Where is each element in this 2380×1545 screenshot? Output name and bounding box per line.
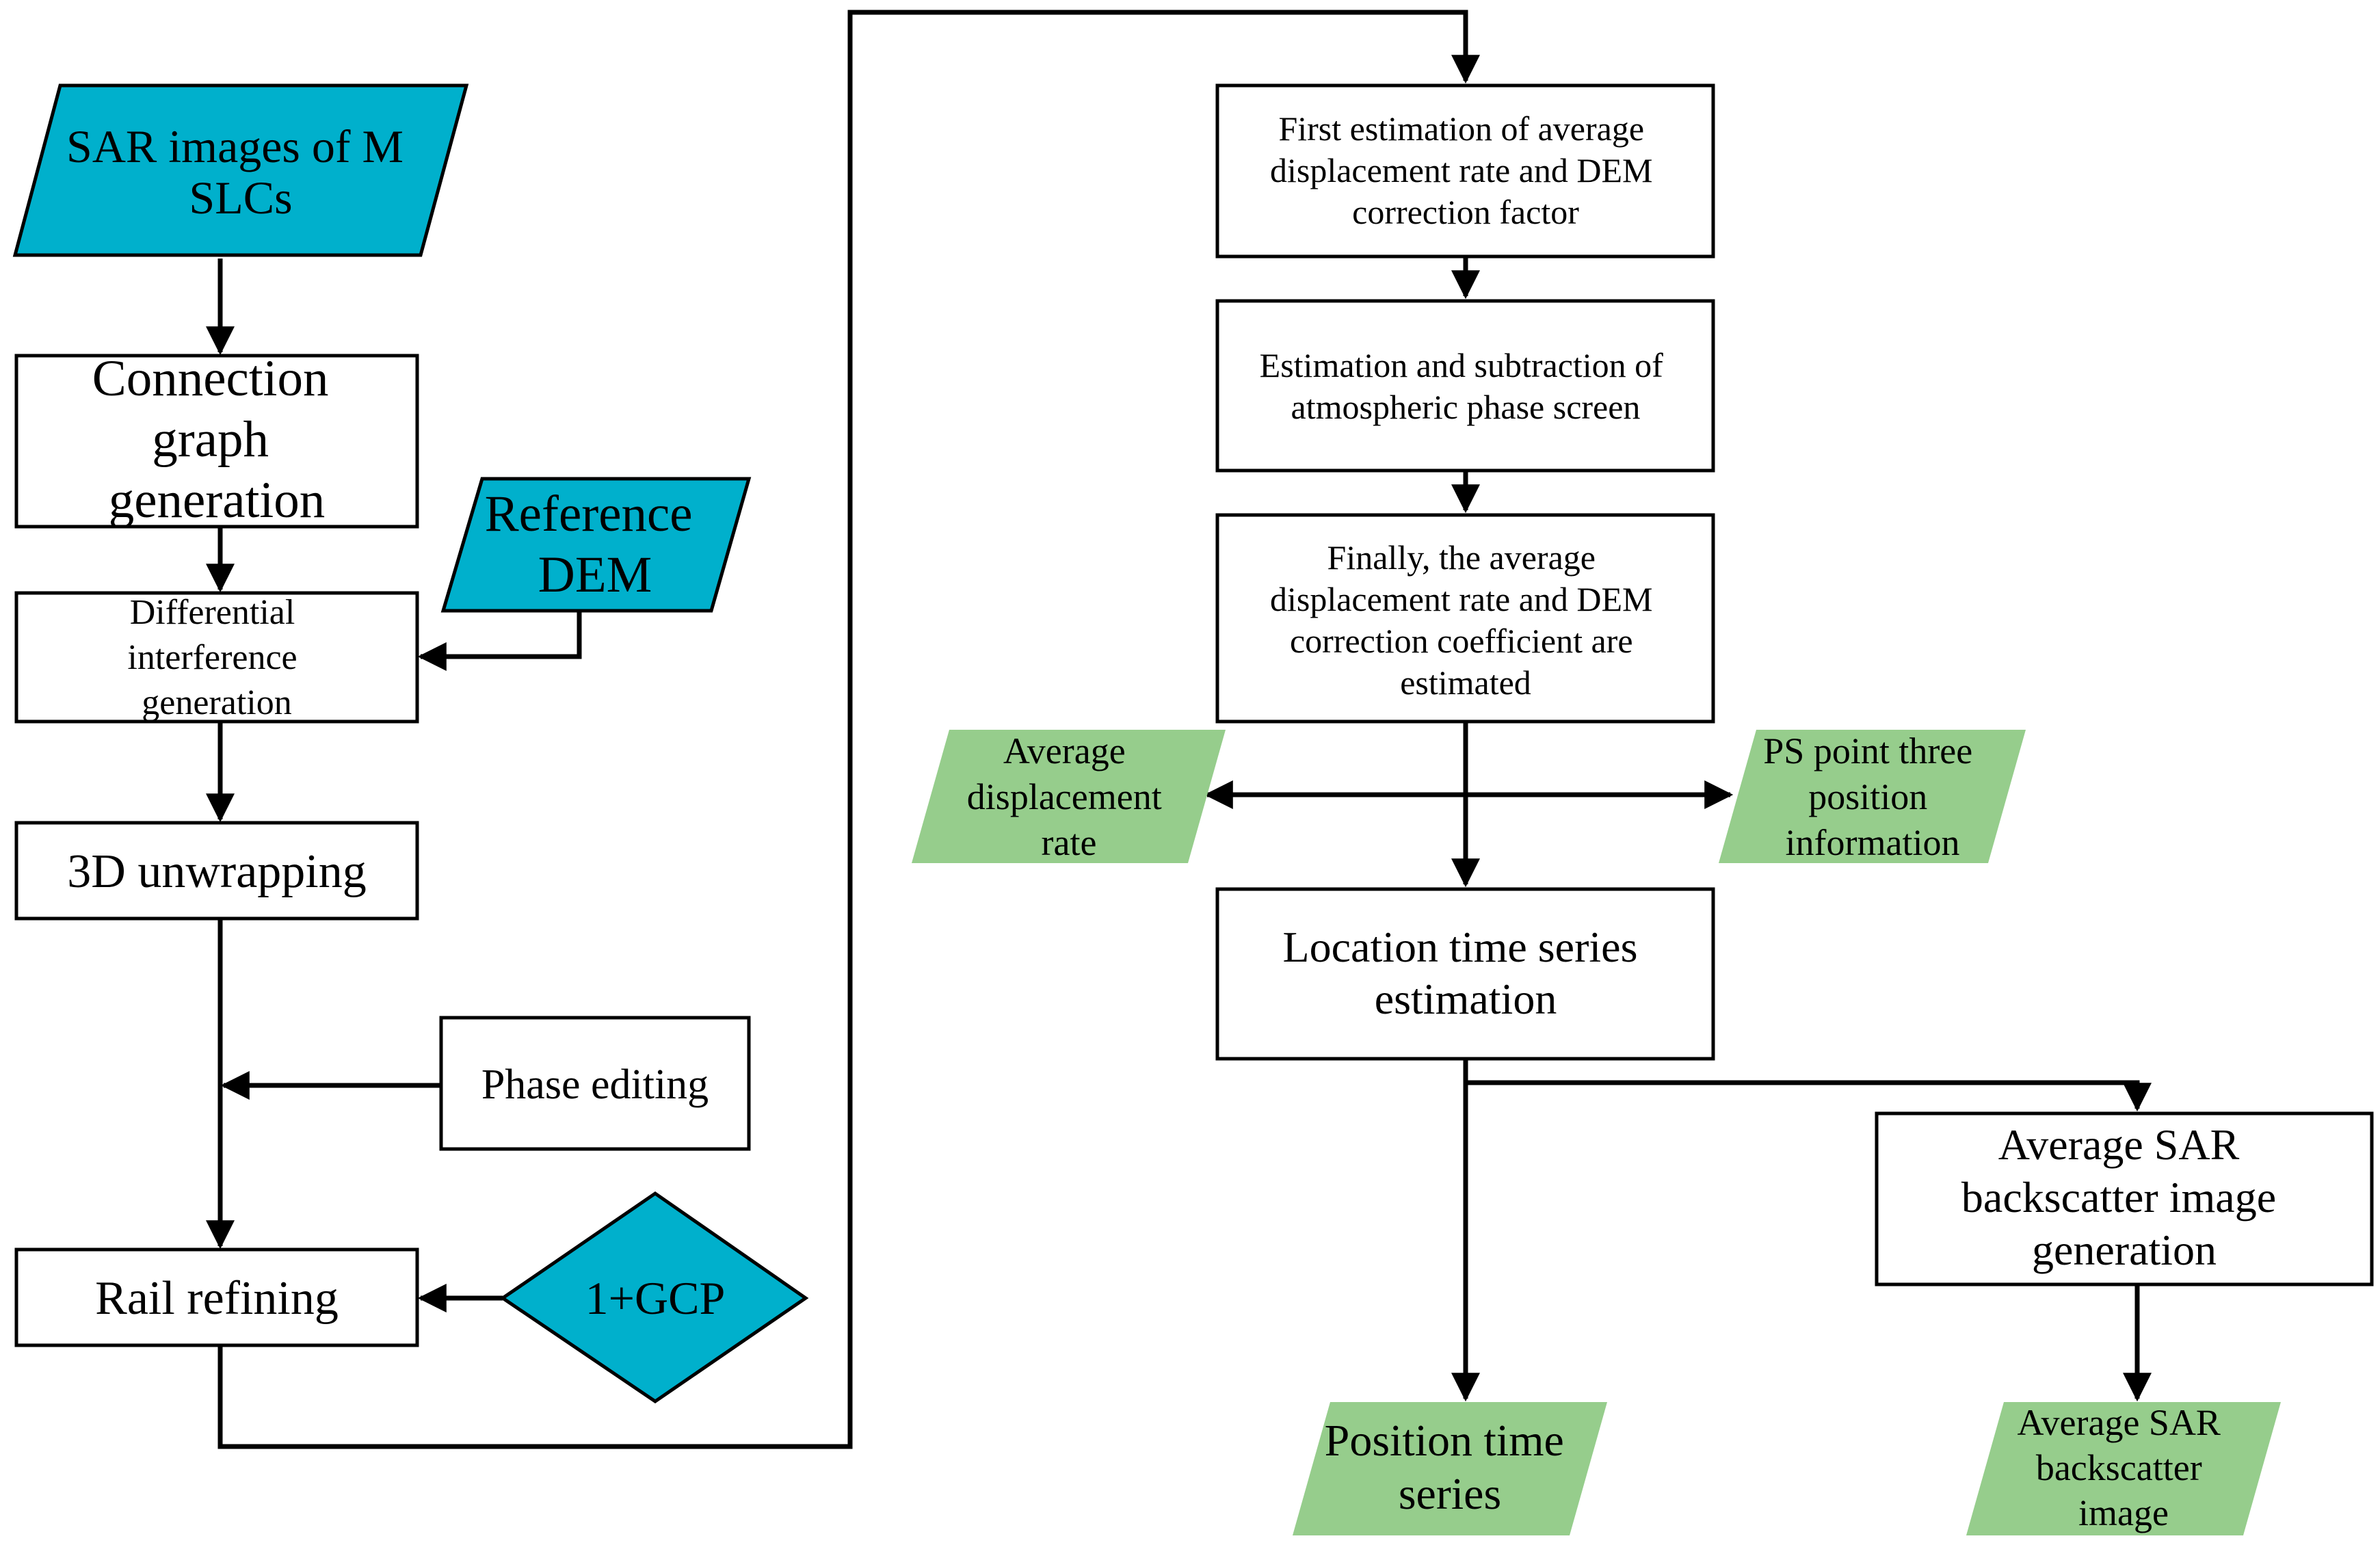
unwrapping-3d-box bbox=[14, 821, 419, 921]
avg-sar-backscatter-image-shape bbox=[1966, 1402, 2281, 1535]
avg-displacement-rate-node: Average displacement rate bbox=[912, 730, 1226, 863]
avg-sar-backscatter-image-node: Average SAR backscatter image bbox=[1966, 1402, 2281, 1535]
location-time-series-label: Location time series estimation bbox=[1283, 923, 1649, 1023]
reference-dem-label: Reference DEM bbox=[485, 486, 706, 603]
first-estimation-label: First estimation of average displacement… bbox=[1270, 109, 1661, 231]
gcp-node: 1+GCP bbox=[499, 1191, 809, 1404]
gcp-label: 1+GCP bbox=[585, 1272, 726, 1324]
differential-interference-label: Differential interference generation bbox=[127, 593, 306, 722]
reference-dem-node: Reference DEM bbox=[440, 477, 752, 613]
final-estimation-box bbox=[1215, 513, 1715, 724]
line-rail-to-first-estimation bbox=[217, 10, 1480, 1449]
unwrapping-3d-node: 3D unwrapping bbox=[14, 821, 419, 921]
position-time-series-shape bbox=[1293, 1402, 1607, 1535]
reference-dem-shape bbox=[440, 477, 752, 613]
position-time-series-label: Position time series bbox=[1325, 1416, 1576, 1519]
position-time-series-node: Position time series bbox=[1293, 1402, 1607, 1535]
differential-interference-node: Differential interference generation bbox=[14, 591, 419, 724]
rail-refining-node: Rail refining bbox=[14, 1247, 419, 1347]
connection-graph-label: Connection graph generation bbox=[92, 350, 342, 529]
avg-sar-backscatter-generation-label: Average SAR backscatter image generation bbox=[1961, 1120, 2287, 1274]
first-estimation-box bbox=[1215, 83, 1715, 259]
phase-editing-box bbox=[439, 1016, 751, 1151]
connectors bbox=[206, 10, 2152, 1449]
sar-images-node: SAR images of M SLCs bbox=[12, 83, 469, 257]
rail-refining-label: Rail refining bbox=[95, 1272, 339, 1325]
avg-displacement-rate-label: Average displacement rate bbox=[967, 730, 1171, 863]
atmospheric-phase-box bbox=[1215, 299, 1715, 473]
gcp-shape bbox=[499, 1191, 809, 1404]
connection-graph-box bbox=[14, 354, 419, 529]
unwrapping-3d-label: 3D unwrapping bbox=[67, 845, 366, 898]
location-time-series-node: Location time series estimation bbox=[1215, 887, 1715, 1061]
rail-refining-box bbox=[14, 1247, 419, 1347]
avg-sar-backscatter-generation-box bbox=[1875, 1111, 2374, 1286]
atmospheric-phase-label: Estimation and subtraction of atmospheri… bbox=[1260, 346, 1672, 426]
final-estimation-label: Finally, the average displacement rate a… bbox=[1270, 538, 1661, 702]
sar-images-shape bbox=[12, 83, 469, 257]
sar-images-label: SAR images of M SLCs bbox=[66, 120, 415, 224]
ps-point-info-label: PS point three position information bbox=[1763, 730, 1982, 863]
phase-editing-label: Phase editing bbox=[481, 1061, 709, 1108]
ps-point-info-node: PS point three position information bbox=[1719, 730, 2026, 863]
differential-interference-box bbox=[14, 591, 419, 724]
atmospheric-phase-node: Estimation and subtraction of atmospheri… bbox=[1215, 299, 1715, 473]
first-estimation-node: First estimation of average displacement… bbox=[1215, 83, 1715, 259]
arrow-location-to-avg-sar-generation bbox=[1466, 1080, 2152, 1112]
phase-editing-node: Phase editing bbox=[439, 1016, 751, 1151]
arrow-dem-to-differential bbox=[417, 612, 582, 671]
avg-displacement-rate-shape bbox=[912, 730, 1226, 863]
connection-graph-node: Connection graph generation bbox=[14, 350, 419, 529]
ps-point-info-shape bbox=[1719, 730, 2026, 863]
avg-sar-backscatter-image-label: Average SAR backscatter image bbox=[2018, 1402, 2230, 1533]
avg-sar-backscatter-generation-node: Average SAR backscatter image generation bbox=[1875, 1111, 2374, 1286]
final-estimation-node: Finally, the average displacement rate a… bbox=[1215, 513, 1715, 724]
location-time-series-box bbox=[1215, 887, 1715, 1061]
